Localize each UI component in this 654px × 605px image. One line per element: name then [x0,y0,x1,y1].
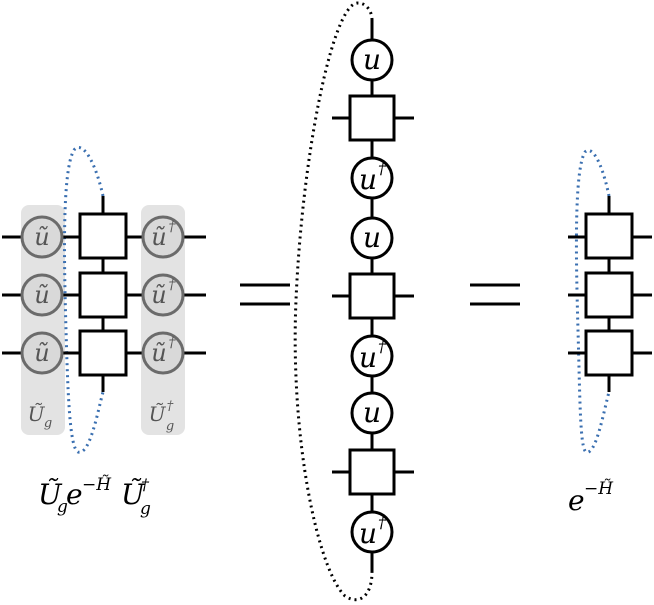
equals-sign-1 [240,283,290,306]
middle-tensor-box-3 [348,448,396,496]
right-tensor-box-1 [584,212,634,260]
middle-tensor-box-2 [348,272,396,320]
tilde-u-dag-circle-1: ũ † [141,215,185,259]
tilde-u-circle-3: ũ [20,331,64,375]
middle-u-circle-2: u [350,216,394,260]
svg-text:−H̃: −H̃ [584,479,614,499]
left-tensor-box-3 [78,329,128,377]
ug-group-label: Ũ g [28,402,53,431]
middle-u-circle-3: u [350,391,394,435]
svg-text:u: u [363,43,381,76]
ug-group-box [21,205,65,435]
middle-trace-loop [293,1,374,602]
svg-text:†: † [141,475,150,494]
right-tensor-box-3 [584,329,634,377]
middle-u-circle-1: u [350,38,394,82]
svg-text:†: † [378,159,387,178]
svg-text:†: † [169,277,177,293]
svg-text:ũ: ũ [151,339,166,367]
svg-text:ũ: ũ [34,281,49,309]
svg-text:ũ: ũ [34,339,49,367]
svg-text:†: † [169,219,177,235]
svg-text:Ũ: Ũ [28,402,46,426]
svg-text:ũ: ũ [34,223,49,251]
svg-text:g: g [166,419,174,434]
middle-u-dag-circle-2: u † [350,334,394,378]
lhs-expression: Ũ g e −H̃ Ũ † g [38,475,151,519]
tilde-u-circle-2: ũ [20,273,64,317]
svg-text:Ũ: Ũ [149,402,167,426]
ug-dag-group-label: Ũ † g [149,399,175,434]
tilde-u-dag-circle-2: ũ † [141,273,185,317]
svg-text:†: † [167,399,174,414]
right-tensor-box-2 [584,271,634,319]
svg-text:†: † [169,335,177,351]
svg-text:u: u [359,517,377,550]
middle-tensor-box-1 [348,94,396,142]
tilde-u-circle-1: ũ [20,215,64,259]
right-panel: e −H̃ [568,149,652,517]
svg-text:ũ: ũ [151,223,166,251]
equals-sign-2 [470,283,520,306]
svg-text:Ũ: Ũ [38,478,63,511]
svg-text:u: u [363,396,381,429]
svg-text:Ũ: Ũ [121,478,146,511]
svg-text:u: u [359,163,377,196]
middle-u-dag-circle-3: u † [350,510,394,554]
left-rows [2,196,206,392]
svg-text:e: e [568,484,585,517]
left-tensor-box-1 [78,212,128,260]
middle-u-dag-circle-1: u † [350,156,394,200]
svg-text:−H̃: −H̃ [82,475,112,495]
middle-panel: u u † u u † u u † [293,1,414,602]
right-trace-loop [574,149,611,454]
left-trace-loop [62,146,105,454]
rhs-expression: e −H̃ [568,479,614,517]
svg-text:u: u [363,221,381,254]
tilde-u-dag-circle-3: ũ † [141,331,185,375]
svg-text:g: g [57,497,68,517]
ug-dag-group-box [141,205,185,435]
left-panel: ũ ũ ũ ũ † ũ † ũ † Ũ g [2,146,206,519]
svg-text:ũ: ũ [151,281,166,309]
svg-text:†: † [378,337,387,356]
svg-text:u: u [359,341,377,374]
left-tensor-box-2 [78,271,128,319]
svg-text:g: g [140,499,151,519]
svg-text:†: † [378,513,387,532]
svg-text:e: e [66,478,83,511]
svg-text:g: g [44,416,52,431]
